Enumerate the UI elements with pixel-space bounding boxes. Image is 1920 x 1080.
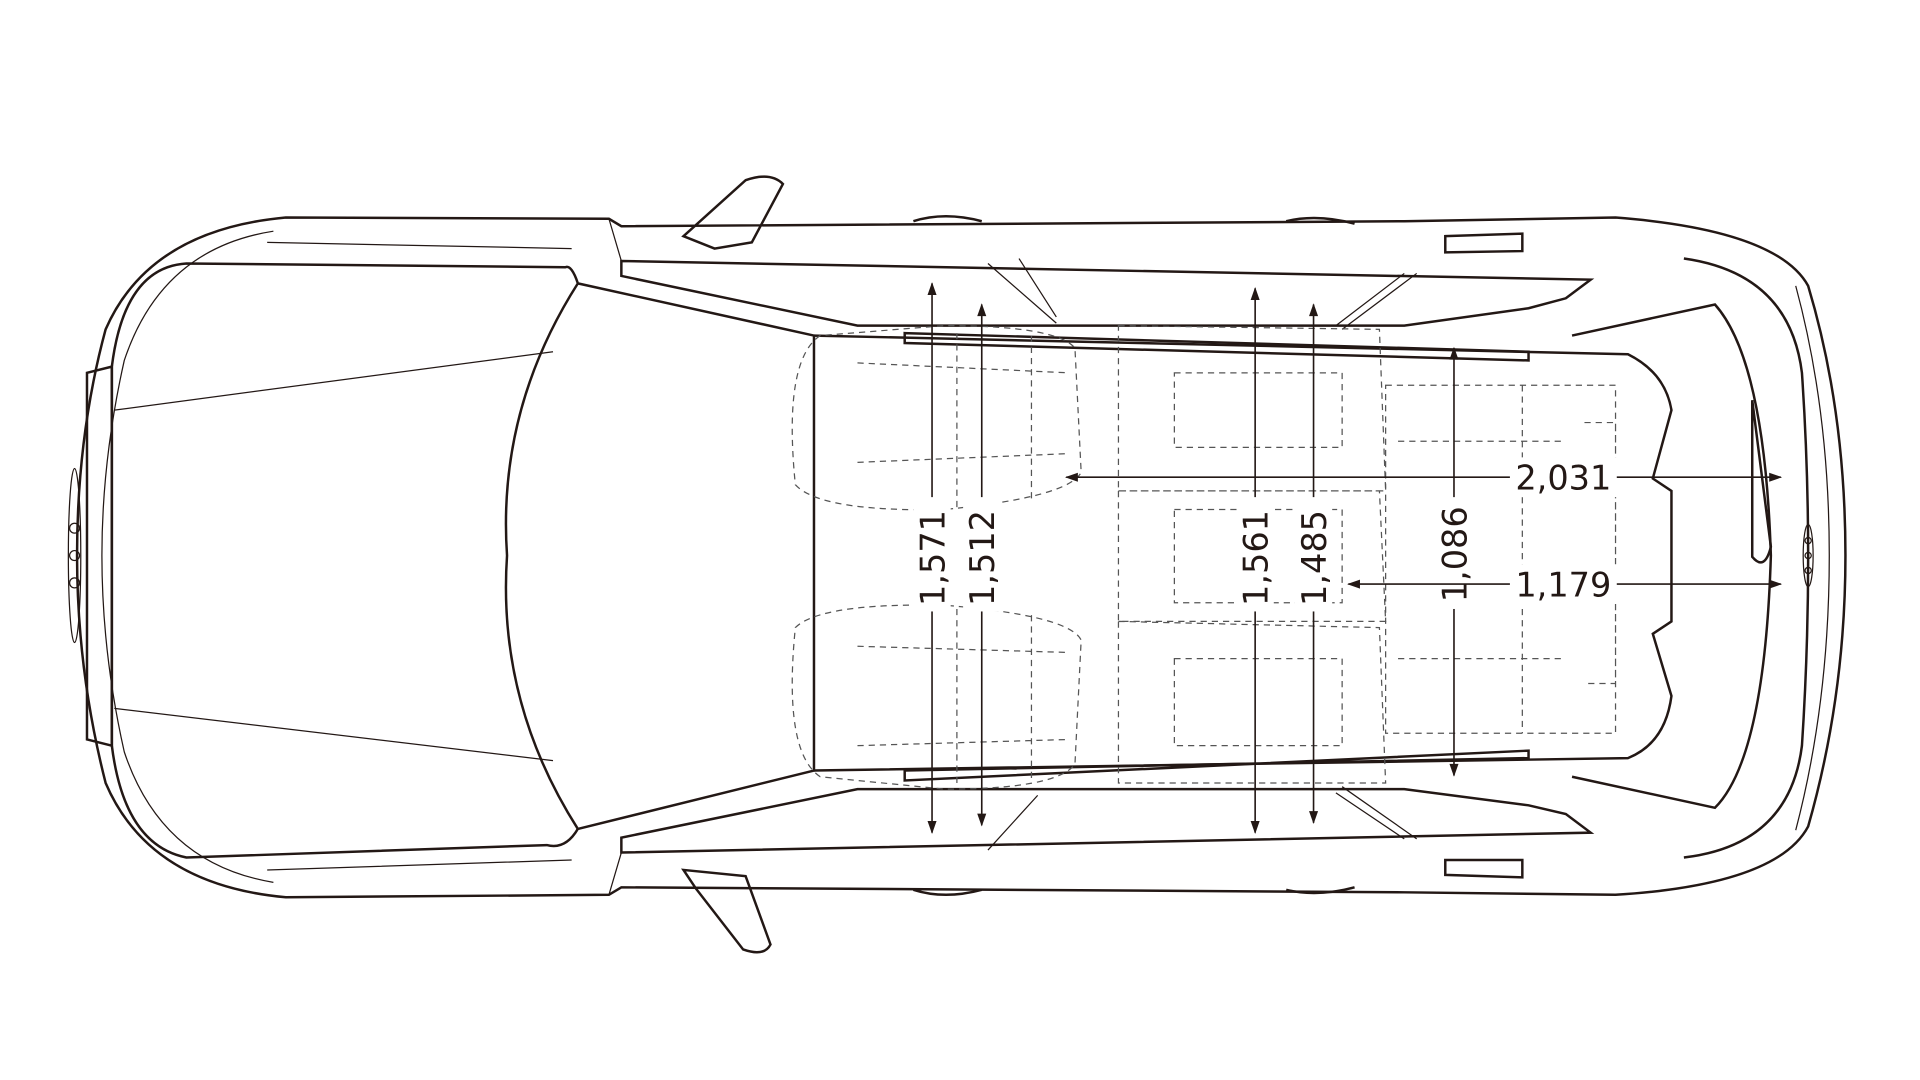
dimension-front-shoulder-width: 1,512 bbox=[963, 303, 1002, 827]
dimension-label: 1,561 bbox=[1237, 510, 1276, 606]
dimension-load-length: 1,179 bbox=[1347, 564, 1783, 605]
dimension-label: 1,571 bbox=[913, 510, 952, 606]
mirror-left bbox=[681, 175, 785, 250]
dimension-label: 1,512 bbox=[963, 510, 1002, 606]
seat-outlines bbox=[791, 325, 1617, 790]
dimension-label: 1,086 bbox=[1435, 506, 1474, 602]
dimension-load-length-folded: 2,031 bbox=[1064, 457, 1783, 498]
mirror-right bbox=[681, 868, 772, 954]
dimension-rear-shoulder-width: 1,485 bbox=[1294, 303, 1334, 825]
dimension-rear-headroom-width: 1,561 bbox=[1236, 287, 1276, 834]
dimension-label: 1,485 bbox=[1295, 510, 1334, 606]
car-body-outline bbox=[75, 215, 1847, 899]
audi-rings-front bbox=[67, 467, 82, 644]
dimension-label: 1,179 bbox=[1515, 566, 1611, 605]
audi-rings-rear bbox=[1802, 523, 1814, 588]
dimension-label: 2,031 bbox=[1515, 459, 1611, 498]
dimension-luggage-width: 1,086 bbox=[1435, 346, 1474, 777]
dimension-front-headroom-width: 1,571 bbox=[913, 282, 952, 834]
